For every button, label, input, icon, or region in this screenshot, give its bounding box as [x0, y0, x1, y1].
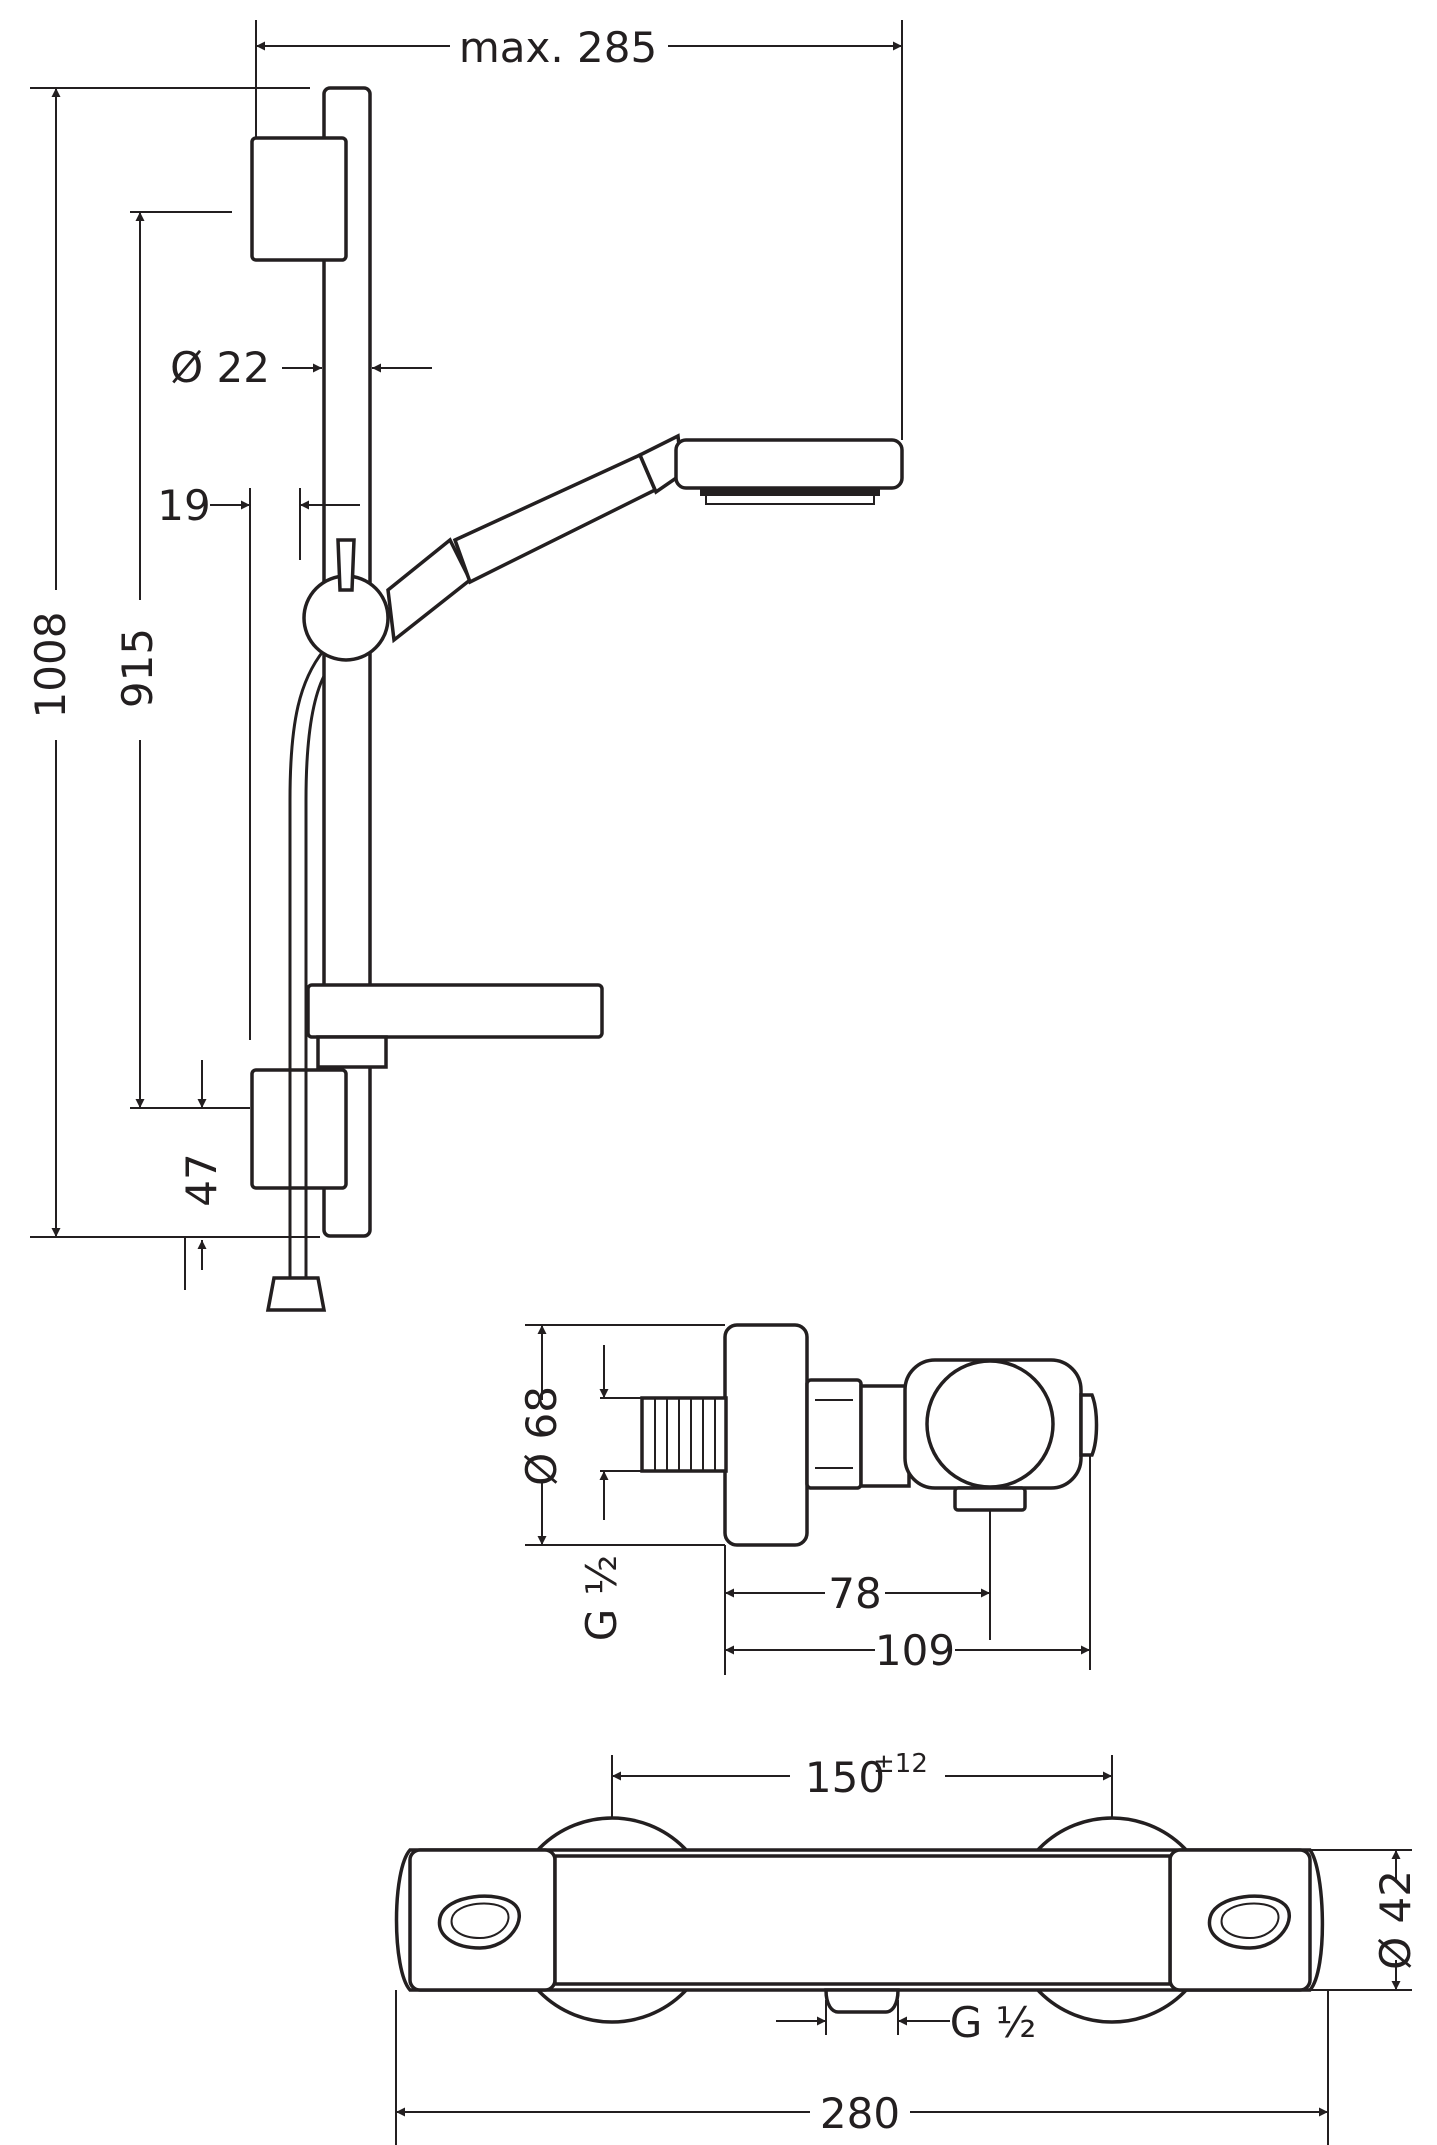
coupling-nut [805, 1378, 863, 1490]
dim-depth-109: 109 [875, 1626, 955, 1675]
bottom-outlet [953, 1486, 1027, 1512]
shower-hose [288, 649, 326, 1280]
top-wall-bracket [250, 136, 348, 262]
shower-head-nozzles [700, 488, 880, 505]
thermostat-side-view: Ø 68 G ½ 78 109 [517, 1323, 1099, 1675]
thermostat-body [859, 1384, 911, 1488]
dim-thread-bottom: G ½ [950, 1998, 1037, 2047]
dim-total-width: 280 [820, 2089, 900, 2138]
dim-total-height: 1008 [26, 612, 75, 719]
wall-flange [723, 1323, 809, 1547]
shower-rail-set: max. 285 1008 915 Ø 22 19 47 [26, 20, 904, 1312]
hose-connector [265, 1276, 327, 1312]
dim-bar-height: 915 [113, 628, 162, 708]
front-bottom-outlet [824, 1988, 900, 2014]
soap-dish [306, 983, 604, 1039]
shower-rail [322, 86, 372, 1238]
dim-thread-left: G ½ [577, 1555, 626, 1642]
dim-center-tolerance: ±12 [873, 1749, 928, 1779]
dim-body-diameter: Ø 42 [1371, 1870, 1420, 1970]
dim-bottom-offset: 47 [177, 1153, 226, 1206]
dim-rail-diameter: Ø 22 [170, 343, 270, 392]
shower-head [674, 438, 904, 490]
bottom-wall-bracket [250, 1068, 348, 1190]
dim-center-distance: 150 [805, 1753, 885, 1802]
center-body [553, 1854, 1172, 1986]
thermostat-front-view: 150 ±12 Ø 42 G ½ 280 [394, 1749, 1420, 2145]
dim-depth-78: 78 [828, 1569, 881, 1618]
thermostat-body-circle [925, 1359, 1055, 1489]
hand-shower-handle [386, 537, 473, 644]
dim-max-reach: max. 285 [459, 23, 657, 72]
dim-connection-diameter: Ø 68 [517, 1386, 566, 1486]
dim-wall-distance: 19 [157, 481, 210, 530]
